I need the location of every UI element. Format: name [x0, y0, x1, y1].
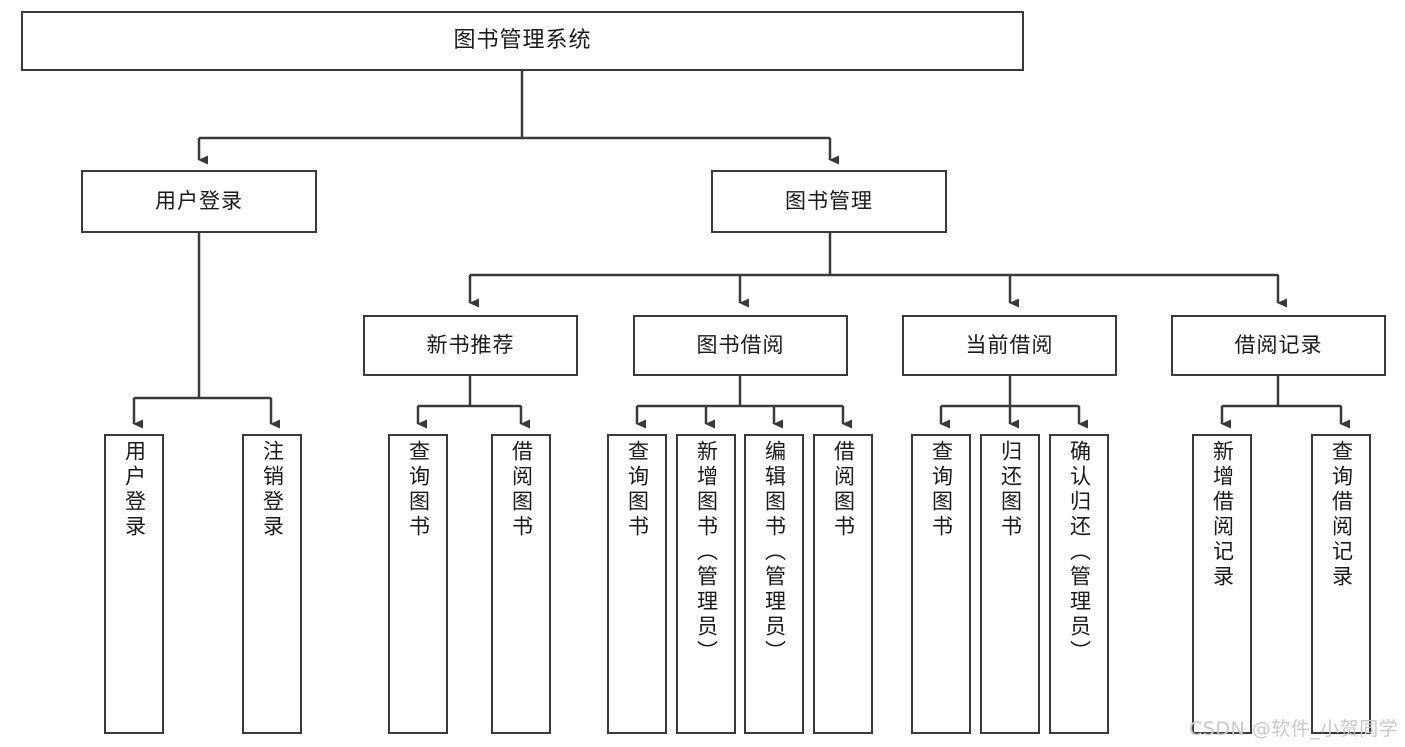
leaf-label: 用户登录: [122, 440, 147, 540]
leaf-label: 查询借阅记录: [1329, 440, 1354, 590]
leaf-user-logout[interactable]: 注销登录: [242, 434, 302, 734]
leaf-add-borrow-record[interactable]: 新增借阅记录: [1192, 434, 1252, 734]
watermark-text: CSDN @软件_小贺同学: [1189, 718, 1399, 740]
node-root-system[interactable]: 图书管理系统: [21, 11, 1024, 71]
node-new-book-recommend[interactable]: 新书推荐: [363, 315, 578, 376]
leaf-label: 归还图书: [998, 440, 1023, 540]
leaf-label: 编辑图书（管理员）: [762, 440, 787, 665]
leaf-borrow-book-new[interactable]: 借阅图书: [491, 434, 551, 734]
leaf-query-book-new[interactable]: 查询图书: [388, 434, 448, 734]
leaf-label: 查询图书: [929, 440, 954, 540]
leaf-query-book-current[interactable]: 查询图书: [911, 434, 971, 734]
node-current-borrow[interactable]: 当前借阅: [902, 315, 1117, 376]
leaf-confirm-return-admin[interactable]: 确认归还（管理员）: [1049, 434, 1109, 734]
leaf-return-book[interactable]: 归还图书: [980, 434, 1040, 734]
leaf-query-book-borrow[interactable]: 查询图书: [607, 434, 667, 734]
leaf-query-borrow-record[interactable]: 查询借阅记录: [1311, 434, 1371, 734]
node-user-login[interactable]: 用户登录: [81, 170, 317, 233]
node-borrow-record[interactable]: 借阅记录: [1171, 315, 1386, 376]
leaf-borrow-book[interactable]: 借阅图书: [813, 434, 873, 734]
node-book-borrow[interactable]: 图书借阅: [633, 315, 848, 376]
leaf-label: 借阅图书: [509, 440, 534, 540]
leaf-user-login[interactable]: 用户登录: [104, 434, 164, 734]
leaf-label: 注销登录: [260, 440, 285, 540]
leaf-label: 查询图书: [625, 440, 650, 540]
node-book-management[interactable]: 图书管理: [711, 170, 947, 233]
leaf-edit-book-admin[interactable]: 编辑图书（管理员）: [744, 434, 804, 734]
leaf-label: 确认归还（管理员）: [1067, 440, 1092, 665]
leaf-label: 新增借阅记录: [1210, 440, 1235, 590]
leaf-label: 借阅图书: [831, 440, 856, 540]
leaf-label: 查询图书: [406, 440, 431, 540]
leaf-add-book-admin[interactable]: 新增图书（管理员）: [676, 434, 736, 734]
leaf-label: 新增图书（管理员）: [694, 440, 719, 665]
